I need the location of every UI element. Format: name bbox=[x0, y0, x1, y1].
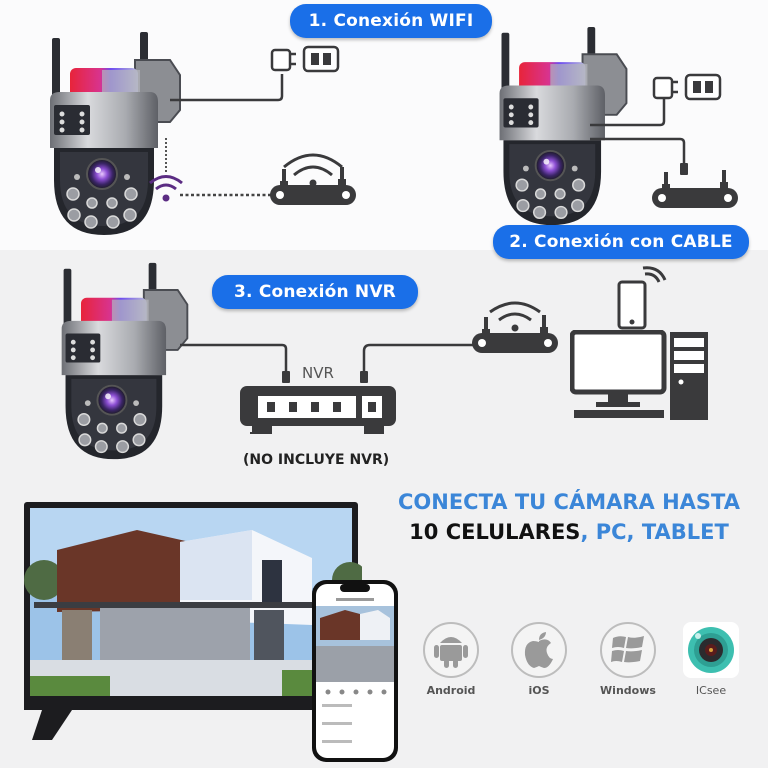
wifi-dotted-link bbox=[180, 193, 275, 197]
nvr-device-label: NVR bbox=[302, 364, 334, 382]
headline-line-1: CONECTA TU CÁMARA HASTA bbox=[398, 490, 740, 514]
platform-icsee: ICsee bbox=[680, 622, 742, 697]
router-wifi-icon bbox=[268, 153, 358, 215]
headline-devices-count: 10 CELULARES bbox=[409, 520, 581, 544]
android-icon bbox=[423, 622, 479, 678]
platform-label: iOS bbox=[528, 684, 550, 697]
section-cable-label: 2. Conexión con CABLE bbox=[493, 225, 749, 259]
headline-devices-rest: , PC, TABLET bbox=[580, 520, 729, 544]
router-cable-icon bbox=[650, 170, 740, 215]
desktop-computer-icon bbox=[570, 330, 708, 420]
platform-label: Windows bbox=[600, 684, 656, 697]
section-nvr-label: 3. Conexión NVR bbox=[212, 275, 418, 309]
platform-windows: Windows bbox=[597, 622, 659, 697]
smartphone-wifi-icon bbox=[617, 266, 667, 330]
platform-label: ICsee bbox=[695, 684, 727, 697]
platform-label: Android bbox=[426, 684, 476, 697]
nvr-cables bbox=[180, 343, 482, 383]
windows-icon bbox=[600, 622, 656, 678]
section-wifi-label: 1. Conexión WIFI bbox=[290, 4, 492, 38]
router-nvr-icon bbox=[470, 301, 560, 360]
camera-nvr-image bbox=[52, 260, 197, 465]
platform-ios: iOS bbox=[508, 622, 570, 697]
platform-android: Android bbox=[420, 622, 482, 697]
icsee-app-icon bbox=[683, 622, 739, 678]
tv-live-view-image bbox=[24, 502, 362, 740]
power-and-ethernet-lines bbox=[590, 98, 688, 175]
nvr-not-included-note: (NO INCLUYE NVR) bbox=[243, 452, 390, 468]
headline-line-2: 10 CELULARES, PC, TABLET bbox=[380, 520, 758, 544]
smartphone-app-image bbox=[312, 580, 398, 762]
apple-icon bbox=[511, 622, 567, 678]
headline: CONECTA TU CÁMARA HASTA 10 CELULARES, PC… bbox=[380, 490, 758, 544]
wifi-signal-icon bbox=[149, 138, 183, 202]
nvr-device-icon bbox=[240, 386, 396, 434]
camera-wifi-image bbox=[40, 30, 190, 240]
power-cable-line bbox=[170, 74, 284, 102]
